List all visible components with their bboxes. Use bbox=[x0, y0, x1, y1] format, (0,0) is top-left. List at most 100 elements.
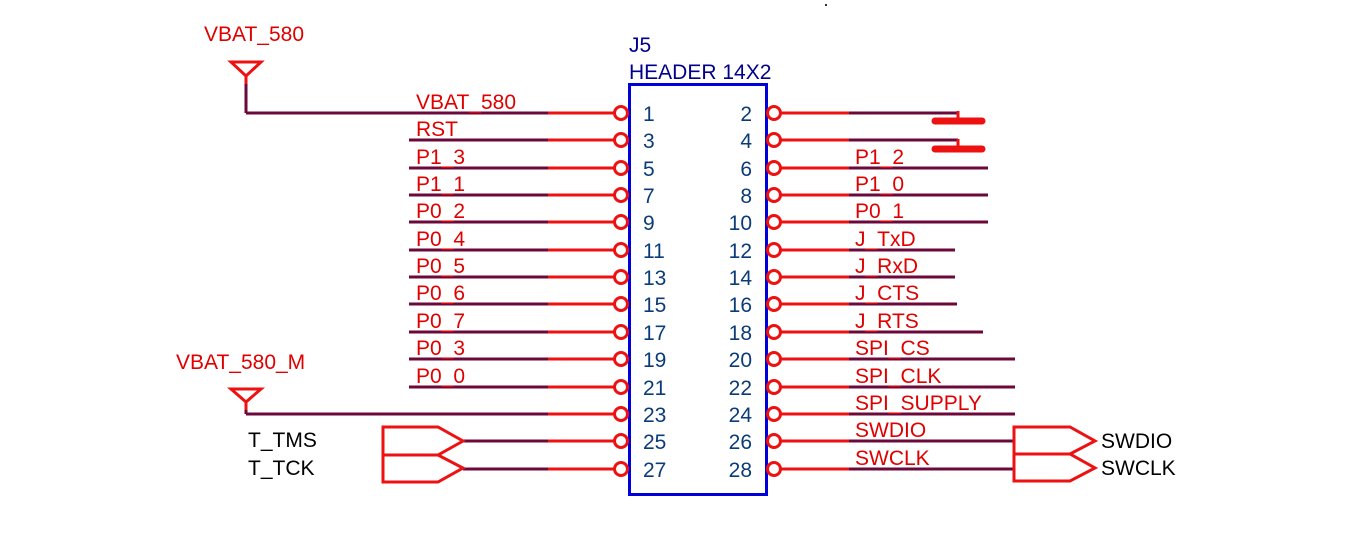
pin-number: 16 bbox=[729, 294, 752, 317]
ground-symbol-pin-4 bbox=[931, 139, 986, 153]
pin-18-connector[interactable] bbox=[766, 324, 782, 340]
pin-13-connector[interactable] bbox=[613, 269, 629, 285]
port-arrow-icon bbox=[381, 425, 467, 457]
pin-number: 28 bbox=[729, 459, 752, 482]
pin-1-connector[interactable] bbox=[613, 105, 629, 121]
pin-number: 5 bbox=[643, 158, 655, 181]
net-label: SPI_CLK bbox=[855, 365, 941, 388]
pin-21-connector[interactable] bbox=[613, 379, 629, 395]
net-label: SWDIO bbox=[855, 419, 926, 442]
labels-layer: 1VBAT_5803RST5P1_37P1_19P0_211P0_413P0_5… bbox=[416, 91, 982, 482]
pin-number: 18 bbox=[729, 322, 752, 345]
port-swdio[interactable]: SWDIO bbox=[1012, 425, 1172, 456]
pin-number: 4 bbox=[740, 130, 752, 153]
power-port-label: VBAT_580_M bbox=[176, 351, 305, 374]
net-label: P0_6 bbox=[416, 282, 465, 305]
power-port-label: VBAT_580 bbox=[204, 23, 304, 46]
net-label: SPI_CS bbox=[855, 337, 930, 360]
port-label: SWCLK bbox=[1101, 457, 1176, 480]
header-component-body[interactable] bbox=[628, 83, 768, 496]
port-label: SWDIO bbox=[1101, 430, 1172, 453]
pin-11-connector[interactable] bbox=[613, 242, 629, 258]
pin-6-connector[interactable] bbox=[766, 160, 782, 176]
net-label: P1_3 bbox=[416, 146, 465, 169]
port-label: T_TMS bbox=[248, 429, 317, 452]
component-refdes: J5 bbox=[629, 34, 651, 57]
pin-19-connector[interactable] bbox=[613, 351, 629, 367]
component-value: HEADER 14X2 bbox=[629, 61, 771, 84]
net-label: P1_2 bbox=[855, 146, 904, 169]
net-label: P0_7 bbox=[416, 310, 465, 333]
net-label: SPI_SUPPLY bbox=[855, 392, 982, 415]
pin-number: 15 bbox=[643, 294, 666, 317]
stray-dot bbox=[825, 4, 827, 6]
net-label: P0_1 bbox=[855, 200, 904, 223]
pin-3-connector[interactable] bbox=[613, 132, 629, 148]
pin-number: 10 bbox=[729, 212, 752, 235]
pin-2-connector[interactable] bbox=[766, 105, 782, 121]
ground-symbol-pin-2 bbox=[931, 111, 986, 125]
pin-4-connector[interactable] bbox=[766, 132, 782, 148]
pin-7-connector[interactable] bbox=[613, 187, 629, 203]
net-label: P0_0 bbox=[416, 365, 465, 388]
pins-layer bbox=[548, 105, 849, 477]
pin-number: 11 bbox=[643, 240, 665, 263]
net-label: P0_4 bbox=[416, 228, 465, 251]
pin-26-connector[interactable] bbox=[766, 433, 782, 449]
pin-5-connector[interactable] bbox=[613, 160, 629, 176]
pin-8-connector[interactable] bbox=[766, 187, 782, 203]
pin-number: 19 bbox=[643, 349, 666, 372]
pin-15-connector[interactable] bbox=[613, 296, 629, 312]
port-arrow-icon bbox=[381, 453, 467, 484]
pin-number: 25 bbox=[643, 431, 666, 454]
pin-10-connector[interactable] bbox=[766, 214, 782, 230]
pin-number: 1 bbox=[643, 103, 655, 126]
port-arrow-icon bbox=[1012, 425, 1099, 456]
net-label: J_RxD bbox=[855, 255, 918, 278]
pin-17-connector[interactable] bbox=[613, 324, 629, 340]
pin-24-connector[interactable] bbox=[766, 406, 782, 422]
pin-14-connector[interactable] bbox=[766, 269, 782, 285]
pin-number: 2 bbox=[740, 103, 752, 126]
pin-27-connector[interactable] bbox=[613, 461, 629, 477]
port-t-tck[interactable]: T_TCK bbox=[248, 453, 467, 484]
net-label: VBAT_580 bbox=[416, 91, 516, 114]
pin-number: 6 bbox=[740, 158, 752, 181]
net-label: P0_2 bbox=[416, 200, 465, 223]
pin-23-connector[interactable] bbox=[613, 406, 629, 422]
pin-number: 8 bbox=[740, 185, 752, 208]
pin-number: 21 bbox=[643, 377, 666, 400]
net-label: P0_5 bbox=[416, 255, 465, 278]
port-label: T_TCK bbox=[248, 457, 315, 480]
pin-20-connector[interactable] bbox=[766, 351, 782, 367]
pin-28-connector[interactable] bbox=[766, 461, 782, 477]
pin-number: 24 bbox=[729, 404, 753, 427]
net-label: P0_3 bbox=[416, 337, 465, 360]
power-port-vbat-580[interactable]: VBAT_580 bbox=[204, 23, 304, 84]
pin-16-connector[interactable] bbox=[766, 296, 782, 312]
power-port-vbat-580-m[interactable]: VBAT_580_M bbox=[176, 351, 305, 410]
net-label: RST bbox=[416, 118, 458, 141]
pin-number: 7 bbox=[643, 185, 655, 208]
net-label: J_RTS bbox=[855, 310, 919, 333]
power-arrow-icon bbox=[226, 387, 266, 410]
net-label: P1_1 bbox=[416, 173, 465, 196]
pin-number: 14 bbox=[729, 267, 753, 290]
pin-number: 17 bbox=[643, 322, 666, 345]
pin-number: 20 bbox=[729, 349, 752, 372]
pin-25-connector[interactable] bbox=[613, 433, 629, 449]
pin-9-connector[interactable] bbox=[613, 214, 629, 230]
net-label: J_TxD bbox=[855, 228, 916, 251]
pin-number: 23 bbox=[643, 404, 666, 427]
net-label: P1_0 bbox=[855, 173, 904, 196]
pin-22-connector[interactable] bbox=[766, 379, 782, 395]
net-label: J_CTS bbox=[855, 282, 919, 305]
pin-number: 26 bbox=[729, 431, 752, 454]
power-arrow-icon bbox=[227, 60, 265, 84]
pin-12-connector[interactable] bbox=[766, 242, 782, 258]
pin-number: 22 bbox=[729, 377, 752, 400]
port-swclk[interactable]: SWCLK bbox=[1012, 452, 1176, 483]
port-t-tms[interactable]: T_TMS bbox=[248, 425, 467, 457]
wires-layer bbox=[244, 84, 1015, 471]
